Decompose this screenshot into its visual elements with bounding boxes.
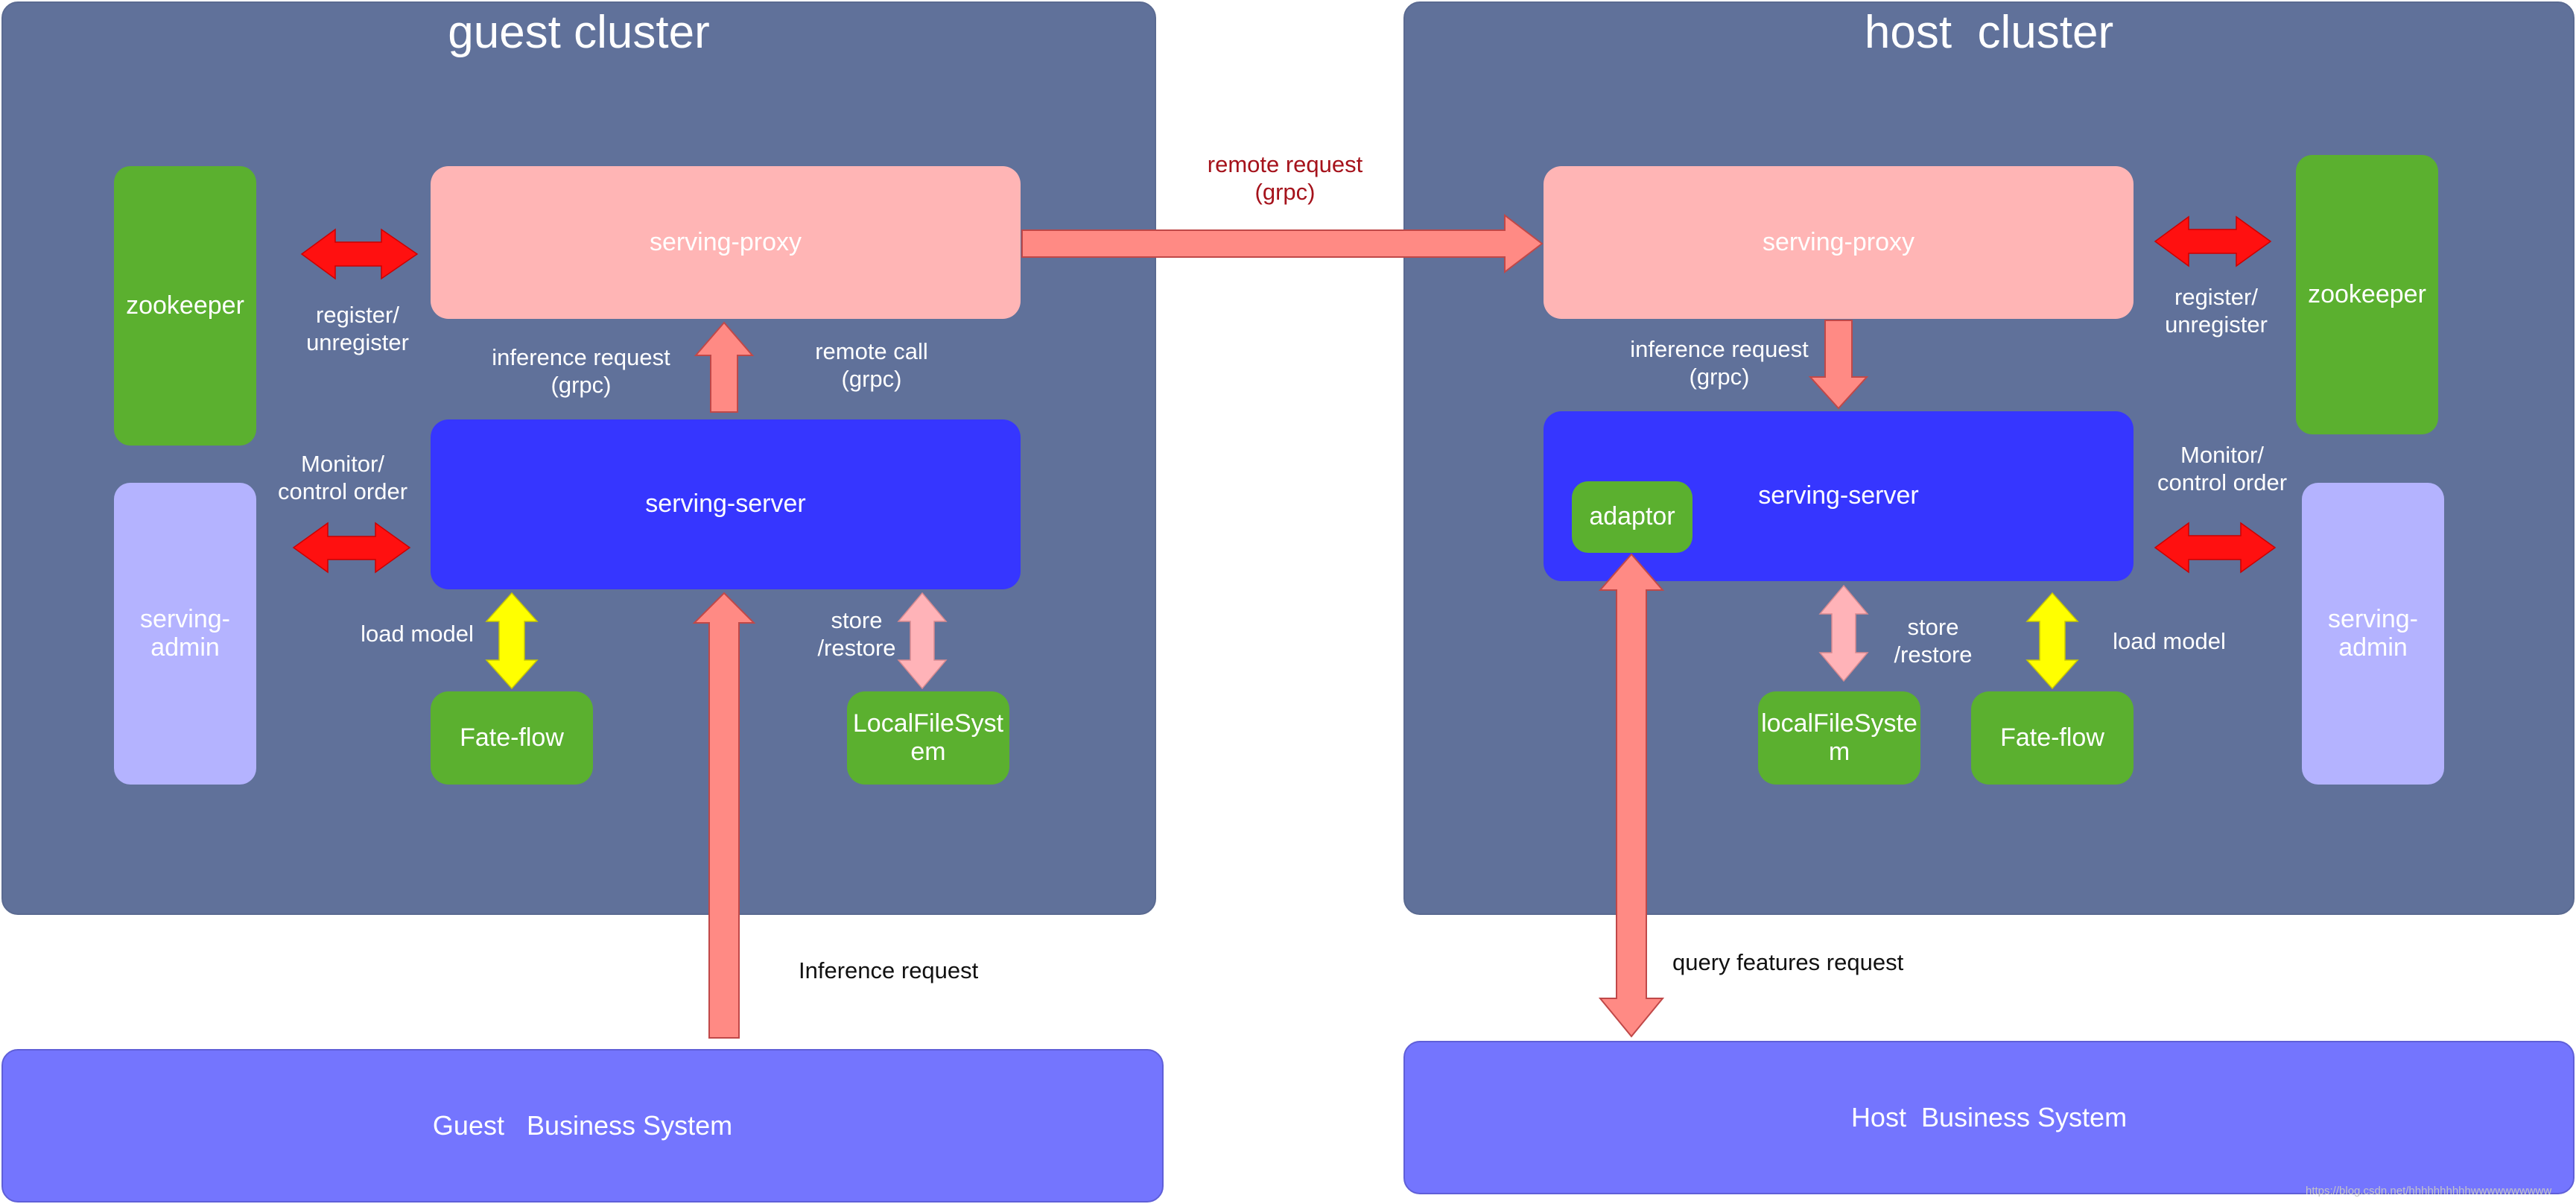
guest-inference-request-label: Inference request: [799, 957, 979, 983]
host-load-model-label: load model: [2113, 628, 2226, 654]
host-cluster-title: host cluster: [1864, 7, 2114, 58]
guest-remote-call-label: remote call (grpc): [815, 338, 928, 393]
guest-inference-grpc-label: inference request (grpc): [492, 344, 670, 399]
guest-register-label: register/ unregister: [306, 302, 409, 356]
guest-serving-proxy-box: serving-proxy: [431, 166, 1021, 319]
host-local-file-system-box: localFileSyste m: [1758, 691, 1920, 785]
guest-monitor-label: Monitor/ control order: [277, 451, 408, 505]
guest-business-system-box: Guest Business System: [1, 1049, 1164, 1203]
guest-serving-admin-box: serving- admin: [114, 483, 256, 785]
remote-request-label: remote request (grpc): [1207, 151, 1363, 206]
host-business-system-box: Host Business System: [1403, 1041, 2575, 1194]
guest-fate-flow-box: Fate-flow: [431, 691, 593, 785]
host-serving-server-label: serving-server: [1758, 481, 1919, 510]
guest-load-model-label: load model: [361, 621, 474, 647]
host-inference-grpc-label: inference request (grpc): [1630, 336, 1809, 390]
guest-local-file-system-box: LocalFileSyst em: [847, 691, 1009, 785]
guest-zookeeper-box: zookeeper: [114, 166, 256, 446]
guest-cluster-title: guest cluster: [448, 7, 710, 58]
host-register-label: register/ unregister: [2165, 284, 2268, 338]
host-monitor-label: Monitor/ control order: [2157, 442, 2288, 496]
guest-serving-server-box: serving-server: [431, 419, 1021, 589]
host-fate-flow-box: Fate-flow: [1971, 691, 2134, 785]
guest-store-restore-label: store /restore: [817, 607, 896, 662]
host-query-features-label: query features request: [1672, 949, 1904, 975]
host-zookeeper-box: zookeeper: [2296, 155, 2438, 434]
host-store-restore-label: store /restore: [1894, 614, 1973, 668]
host-serving-admin-box: serving- admin: [2302, 483, 2444, 785]
watermark-text: https://blog.csdn.net/hhhhhhhhhhwwwwwwww…: [2306, 1185, 2552, 1197]
host-serving-proxy-box: serving-proxy: [1544, 166, 2134, 319]
host-adaptor-box: adaptor: [1572, 481, 1693, 553]
